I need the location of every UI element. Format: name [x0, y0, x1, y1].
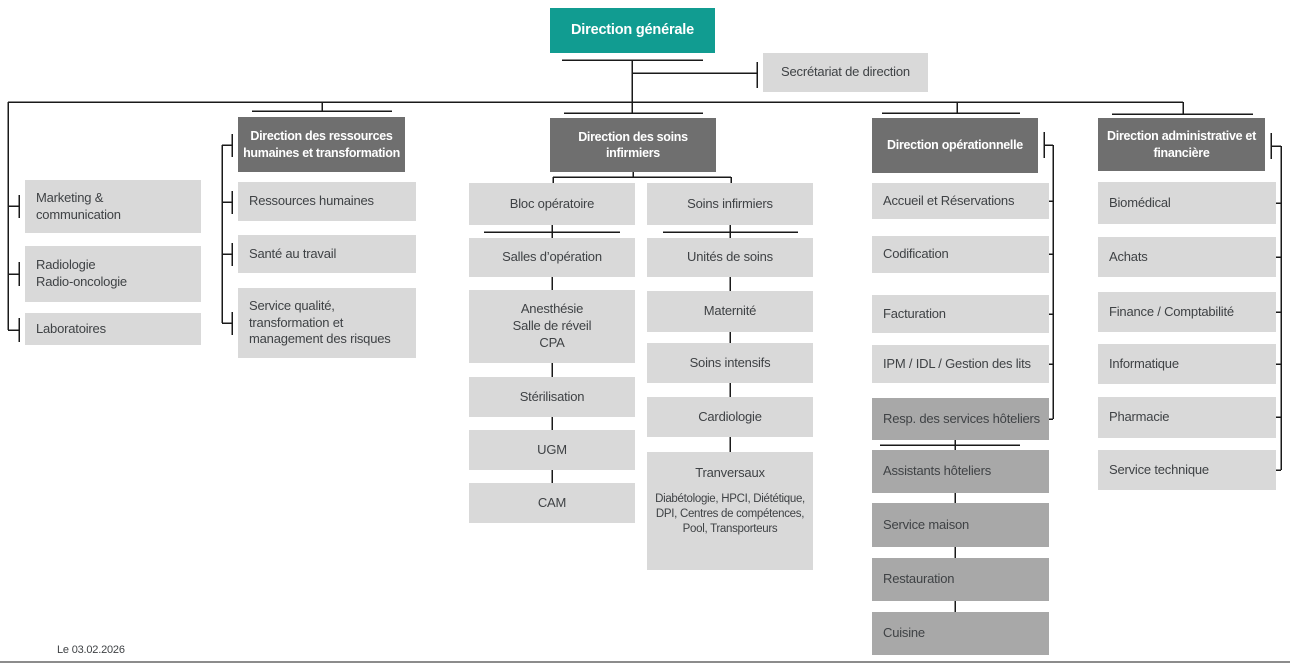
node-ugm: UGM	[469, 430, 635, 470]
node-finance-comptabilite: Finance / Comptabilité	[1098, 292, 1276, 332]
node-accueil-reservations: Accueil et Réservations	[872, 183, 1049, 219]
node-unites-de-soins: Unités de soins	[647, 238, 813, 277]
node-sterilisation: Stérilisation	[469, 377, 635, 417]
node-assistants-hoteliers: Assistants hôteliers	[872, 450, 1049, 493]
node-sante-au-travail: Santé au travail	[238, 235, 416, 273]
node-direction-generale: Direction générale	[550, 8, 715, 53]
node-anesthesie-salle-reveil-cpa: Anesthésie Salle de réveil CPA	[469, 290, 635, 363]
node-maternite: Maternité	[647, 291, 813, 332]
node-soins-infirmiers: Soins infirmiers	[647, 183, 813, 225]
node-secretariat-de-direction: Secrétariat de direction	[763, 53, 928, 92]
transversaux-title: Tranversaux	[695, 465, 765, 480]
node-restauration: Restauration	[872, 558, 1049, 601]
node-soins-intensifs: Soins intensifs	[647, 343, 813, 383]
transversaux-sublabel: Diabétologie, HPCI, Diététique, DPI, Cen…	[655, 492, 805, 536]
node-service-technique: Service technique	[1098, 450, 1276, 490]
node-facturation: Facturation	[872, 295, 1049, 333]
node-radiologie-radio-oncologie: Radiologie Radio-oncologie	[25, 246, 201, 302]
node-service-maison: Service maison	[872, 503, 1049, 547]
node-bloc-operatoire: Bloc opératoire	[469, 183, 635, 225]
header-direction-administrative-financiere: Direction administrative et financière	[1098, 118, 1265, 171]
date-label: Le 03.02.2026	[57, 644, 125, 656]
node-cuisine: Cuisine	[872, 612, 1049, 655]
header-direction-operationnelle: Direction opérationnelle	[872, 118, 1038, 173]
node-cam: CAM	[469, 483, 635, 523]
node-laboratoires: Laboratoires	[25, 313, 201, 345]
node-resp-services-hoteliers: Resp. des services hôteliers	[872, 398, 1049, 440]
node-service-qualite-transformation-risques: Service qualité, transformation et manag…	[238, 288, 416, 358]
node-achats: Achats	[1098, 237, 1276, 277]
node-biomedical: Biomédical	[1098, 182, 1276, 224]
node-ressources-humaines: Ressources humaines	[238, 182, 416, 221]
node-salles-operation: Salles d’opération	[469, 238, 635, 277]
header-direction-rh-transformation: Direction des ressources humaines et tra…	[238, 117, 405, 172]
node-codification: Codification	[872, 236, 1049, 273]
header-direction-soins-infirmiers: Direction des soins infirmiers	[550, 118, 716, 172]
node-transversaux: Tranversaux Diabétologie, HPCI, Diététiq…	[647, 452, 813, 570]
node-marketing-communication: Marketing & communication	[25, 180, 201, 233]
node-informatique: Informatique	[1098, 344, 1276, 384]
node-ipm-idl-gestion-des-lits: IPM / IDL / Gestion des lits	[872, 345, 1049, 383]
node-cardiologie: Cardiologie	[647, 397, 813, 437]
node-pharmacie: Pharmacie	[1098, 397, 1276, 438]
